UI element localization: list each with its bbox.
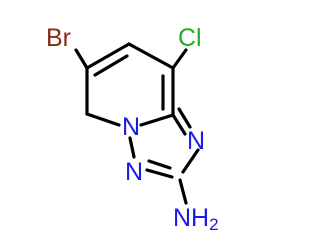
bond-c8a-n3-double [177,107,192,129]
bond-c8-cl [171,48,188,70]
atom-label-n-upper: N [187,127,205,155]
bond-n3-c2 [181,148,200,174]
atom-label-nh2: NH2 [173,204,219,234]
bond-c6-br [74,48,89,70]
bond-c2-n1 [145,168,174,179]
atom-label-nh2-main: NH [173,204,209,232]
bond-lines [74,42,200,205]
atom-label-n-lower: N [125,158,143,186]
atom-label-cl: Cl [178,24,202,52]
bond-c8a-n4 [139,113,175,127]
bond-c7-c8 [127,42,175,70]
bond-c8a-n3 [171,113,187,136]
atom-label-br: Br [46,24,71,52]
atom-label-n-bridge: N [122,113,140,141]
molecule-structure: Br Cl N N N NH2 [46,24,219,234]
bond-c2-nh2 [178,178,188,205]
bond-n4-c5 [85,112,121,127]
bond-c6-c7-double [93,54,129,77]
atom-label-nh2-subscript: 2 [209,215,218,234]
bond-n1-n4 [128,136,136,159]
bond-c6-c7 [85,42,131,70]
atom-labels: Br Cl N N N NH2 [46,24,219,234]
bond-c2-n1-double [147,159,172,170]
